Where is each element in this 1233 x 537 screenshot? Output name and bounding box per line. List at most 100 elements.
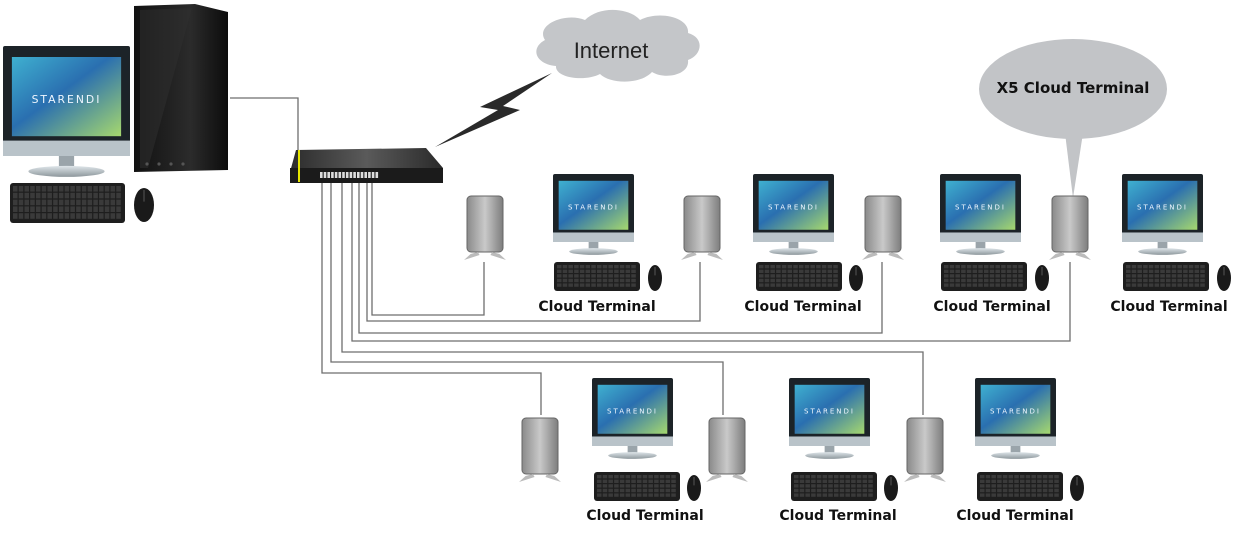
thin-client-foot bbox=[706, 474, 722, 482]
terminal-station-top-1: STARENDI bbox=[464, 174, 662, 291]
mouse-body bbox=[134, 188, 154, 222]
terminal-station-top-2: STARENDI bbox=[681, 174, 863, 291]
cable bbox=[341, 183, 924, 415]
mouse-body bbox=[1070, 475, 1084, 501]
terminal-station-bottom-2: STARENDI bbox=[706, 378, 898, 501]
nodes: STARENDI STARENDI STARENDI STARENDI STARENDI… bbox=[3, 4, 1231, 501]
monitor-stand bbox=[805, 452, 854, 459]
screen-brand: STARENDI bbox=[607, 407, 658, 415]
thin-client-foot bbox=[519, 474, 535, 482]
cable bbox=[366, 183, 701, 322]
thin-client-foot bbox=[732, 474, 748, 482]
tower-case bbox=[134, 4, 228, 172]
thin-client bbox=[862, 195, 904, 260]
terminal-station-bottom-3: STARENDI bbox=[904, 378, 1084, 501]
internet-cloud bbox=[536, 9, 700, 82]
thin-client bbox=[681, 195, 723, 260]
mouse-body bbox=[1035, 265, 1049, 291]
monitor-screen bbox=[794, 384, 865, 434]
tower-led bbox=[145, 162, 149, 166]
callout-ellipse bbox=[979, 39, 1167, 139]
thin-client bbox=[706, 417, 748, 482]
callout-label: X5 Cloud Terminal bbox=[996, 79, 1150, 97]
thin-client-foot bbox=[545, 474, 561, 482]
terminal-label: Cloud Terminal bbox=[744, 299, 862, 315]
terminal-label: Cloud Terminal bbox=[538, 299, 656, 315]
thin-client-foot bbox=[1049, 252, 1065, 260]
thin-client-foot bbox=[1075, 252, 1091, 260]
screen-brand: STARENDI bbox=[990, 407, 1041, 415]
switch-port bbox=[331, 172, 334, 178]
terminal-label: Cloud Terminal bbox=[1110, 299, 1228, 315]
keyboard bbox=[756, 262, 842, 291]
monitor-stand bbox=[956, 248, 1005, 255]
thin-client-foot bbox=[464, 252, 480, 260]
monitor-neck bbox=[1157, 242, 1168, 249]
switch-port bbox=[364, 172, 367, 178]
host-pc: STARENDI bbox=[3, 4, 228, 223]
monitor-chin bbox=[553, 232, 634, 242]
mouse bbox=[134, 188, 154, 222]
switch-port bbox=[353, 172, 356, 178]
cable bbox=[358, 183, 883, 334]
monitor: STARENDI bbox=[592, 378, 673, 459]
callout-pointer bbox=[1065, 133, 1083, 198]
switch-port bbox=[368, 172, 371, 178]
mouse bbox=[1217, 265, 1231, 291]
monitor-neck bbox=[588, 242, 599, 249]
monitor-chin bbox=[789, 436, 870, 446]
switch-port bbox=[349, 172, 353, 178]
thin-client bbox=[904, 417, 946, 482]
monitor-screen bbox=[758, 180, 829, 230]
thin-client bbox=[1049, 195, 1091, 260]
screen-brand: STARENDI bbox=[1137, 203, 1188, 211]
keyboard bbox=[554, 262, 640, 291]
monitor-screen bbox=[597, 384, 668, 434]
thin-client-body bbox=[466, 195, 504, 253]
thin-client bbox=[519, 417, 561, 482]
thin-client-body bbox=[708, 417, 746, 475]
monitor-neck bbox=[627, 446, 638, 453]
mouse bbox=[849, 265, 863, 291]
thin-client-body bbox=[683, 195, 721, 253]
thin-client-body bbox=[1051, 195, 1089, 253]
cable bbox=[330, 183, 724, 415]
callout-bubble bbox=[979, 39, 1167, 198]
thin-client-body bbox=[864, 195, 902, 253]
mouse-body bbox=[849, 265, 863, 291]
uplink-cable bbox=[298, 150, 300, 182]
screen-brand: STARENDI bbox=[768, 203, 819, 211]
thin-client-body bbox=[906, 417, 944, 475]
monitor-neck bbox=[788, 242, 799, 249]
switch-port bbox=[345, 172, 349, 178]
monitor: STARENDI bbox=[789, 378, 870, 459]
mouse bbox=[1035, 265, 1049, 291]
monitor: STARENDI bbox=[3, 46, 130, 177]
monitor-screen bbox=[945, 180, 1016, 230]
terminal-station-bottom-1: STARENDI bbox=[519, 378, 701, 501]
screen-brand: STARENDI bbox=[568, 203, 619, 211]
monitor: STARENDI bbox=[753, 174, 834, 255]
keyboard bbox=[977, 472, 1063, 501]
monitor: STARENDI bbox=[1122, 174, 1203, 255]
mouse-body bbox=[1217, 265, 1231, 291]
monitor-stand bbox=[28, 165, 105, 177]
terminal-station-top-4: STARENDI bbox=[1049, 174, 1231, 291]
switch-port bbox=[371, 172, 375, 178]
monitor: STARENDI bbox=[553, 174, 634, 255]
monitor-neck bbox=[975, 242, 986, 249]
screen-brand: STARENDI bbox=[804, 407, 855, 415]
mouse-body bbox=[687, 475, 701, 501]
tower-led bbox=[169, 162, 173, 166]
terminal-label: Cloud Terminal bbox=[933, 299, 1051, 315]
switch-port bbox=[338, 172, 342, 178]
screen-brand: STARENDI bbox=[955, 203, 1006, 211]
monitor-chin bbox=[592, 436, 673, 446]
cable bbox=[371, 183, 485, 316]
cable bbox=[321, 183, 542, 415]
monitor-chin bbox=[3, 140, 130, 156]
monitor-neck bbox=[1010, 446, 1021, 453]
switch-port bbox=[334, 172, 338, 178]
